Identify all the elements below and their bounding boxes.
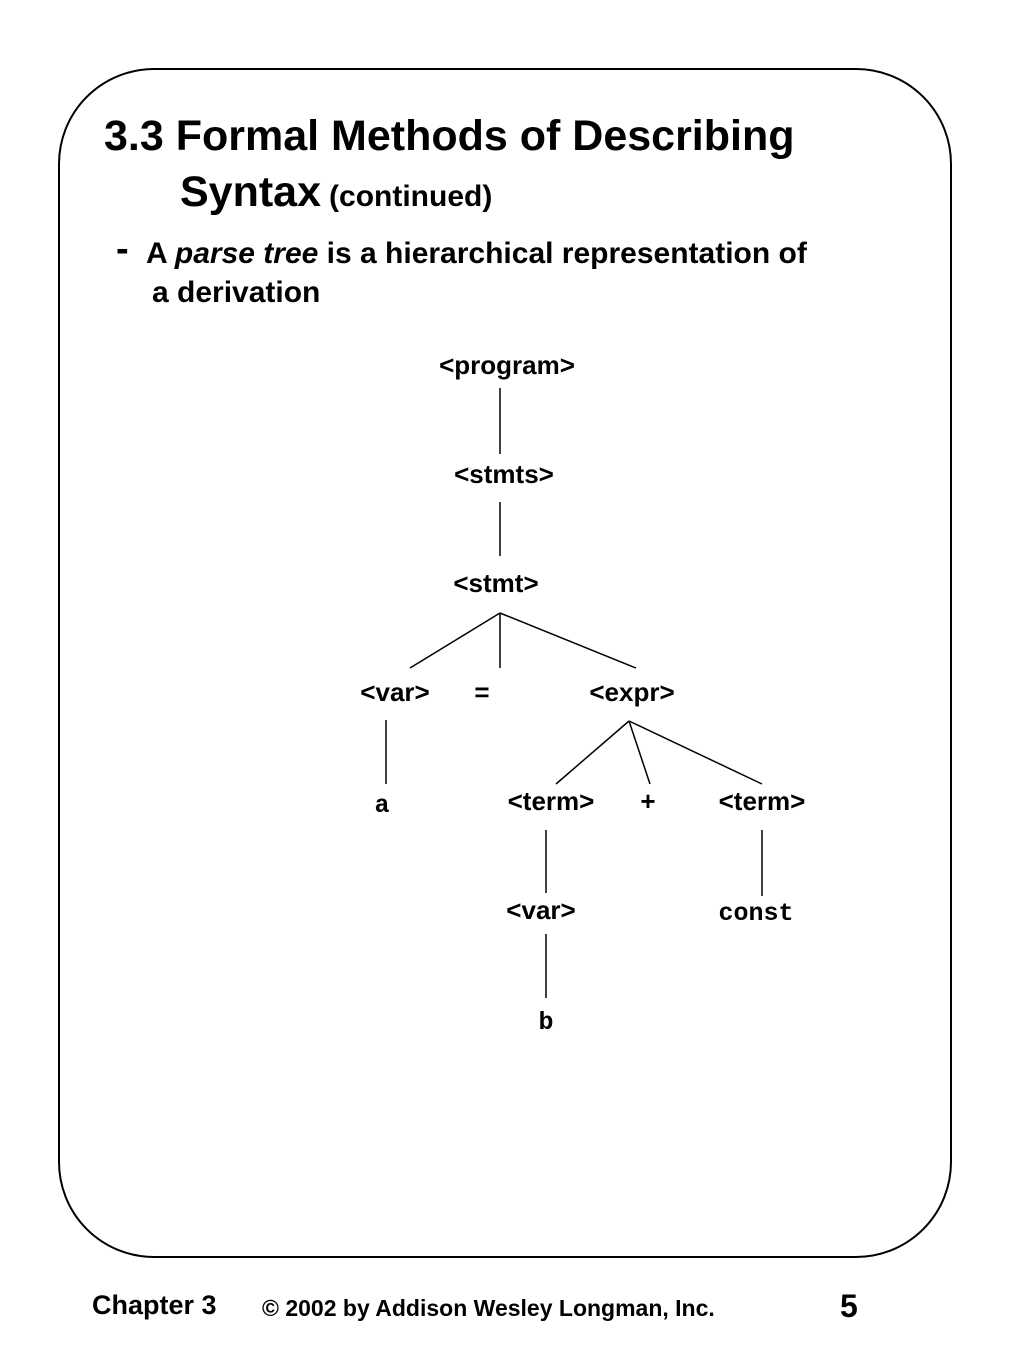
tree-node-stmts: <stmts>: [454, 459, 554, 489]
tree-edge-stmt-expr: [499, 612, 637, 669]
tree-edge-expr-term1: [555, 720, 630, 785]
tree-edge-stmt-var1: [409, 612, 501, 669]
slide-frame: [58, 68, 952, 1258]
parse-tree-edges: [385, 388, 763, 998]
tree-node-var1: <var>: [360, 677, 429, 707]
bullet-text-emphasis: parse tree: [174, 237, 319, 270]
footer-page-number: 5: [840, 1288, 858, 1324]
tree-edge-expr-term2: [628, 720, 763, 785]
bullet-text-suffix: is a hierarchical representation of: [318, 237, 807, 270]
bullet-marker: -: [116, 228, 129, 270]
tree-node-b: b: [538, 1008, 553, 1037]
footer-copyright: © 2002 by Addison Wesley Longman, Inc.: [262, 1295, 715, 1321]
tree-node-term2: <term>: [719, 786, 806, 816]
tree-node-plus: +: [640, 786, 655, 816]
slide-title: 3.3 Formal Methods of Describing: [104, 112, 795, 160]
bullet-text-prefix: A: [146, 237, 175, 270]
footer-chapter: Chapter 3: [92, 1290, 217, 1320]
slide-title-line2: Syntax: [180, 168, 322, 216]
tree-edge-expr-plus: [628, 720, 651, 785]
tree-node-a: a: [374, 791, 389, 820]
tree-node-eq: =: [474, 677, 489, 707]
tree-node-term1: <term>: [508, 786, 595, 816]
slide-subtitle: (continued): [329, 180, 493, 213]
tree-node-var2: <var>: [506, 895, 575, 925]
tree-node-const: const: [718, 899, 793, 928]
tree-node-program: <program>: [439, 350, 575, 380]
bullet-text: A parse tree is a hierarchical represent…: [146, 234, 926, 312]
tree-node-expr: <expr>: [589, 677, 674, 707]
slide-title-continued: Syntax(continued): [180, 168, 492, 217]
tree-node-stmt: <stmt>: [453, 568, 538, 598]
parse-tree-nodes: <program> <stmts> <stmt> <var> = <expr> a <term…: [360, 350, 805, 1037]
bullet-text-line2: a derivation: [152, 276, 321, 309]
